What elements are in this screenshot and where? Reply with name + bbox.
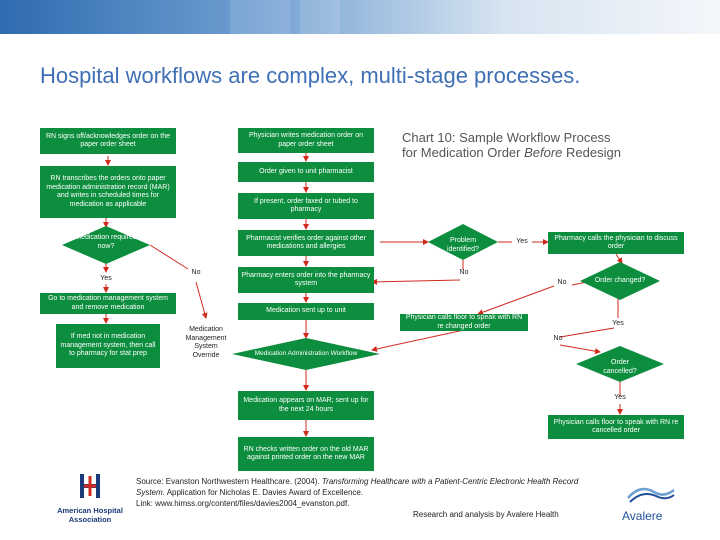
box-pharmacist-verifies: Pharmacist verifies order against other … [238,230,374,256]
source-suffix: Application for Nicholas E. Davies Award… [164,488,364,497]
avalere-logo [627,487,675,503]
slide-title: Hospital workflows are complex, multi-st… [40,63,581,88]
chart-title-before: Before [524,145,563,160]
banner-block [230,0,290,34]
arrow-pharmacycalls-to-changed [615,253,623,264]
label-no-changed: No [557,279,567,286]
label-med-required: Medication required now? [75,234,137,250]
source-prefix: Source: Evanston Northwestern Healthcare… [136,477,322,486]
source-link[interactable]: Link: www.himss.org/content/files/davies… [136,499,350,508]
box-physician-calls-floor: Physician calls floor to speak with RN r… [400,314,528,331]
banner-block [300,0,340,34]
diamond-order-changed [580,262,660,300]
box-med-sent: Medication sent up to unit [238,303,374,320]
label-problem-identified: Problem identified? [447,237,479,253]
chart-title: Chart 10: Sample Workflow Process for Me… [402,130,702,160]
line-required-to-no [149,244,189,270]
arrow-no-to-override [195,281,208,319]
arrow-no-to-enters [371,278,461,285]
label-yes-changed: Yes [612,320,624,327]
arrow-no-to-cancelled [559,344,601,355]
label-no-problem: No [459,269,469,276]
aha-logo-text: American Hospital Association [57,506,123,524]
box-rn-signs: RN signs off/acknowledges order on the p… [40,128,176,154]
arrow-no-to-physiciancalls [477,285,555,316]
line-yes-to-no [559,327,615,338]
chart-title-line1: Chart 10: Sample Workflow Process [402,130,611,145]
box-physician-calls-cancelled: Physician calls floor to speak with RN r… [548,415,684,439]
label-order-changed: Order changed? [594,277,646,284]
box-pharmacy-calls: Pharmacy calls the physician to discuss … [548,232,684,254]
box-rn-transcribes: RN transcribes the orders onto paper med… [40,166,176,218]
source-italic: Transforming Healthcare with a Patient-C… [136,477,579,497]
aha-logo [78,472,102,500]
label-no-cancel-arrow: No [553,335,563,342]
diamond-order-cancelled [576,346,664,382]
label-order-cancelled: Order cancelled? [603,359,637,375]
box-if-med-not: If med not in medication management syst… [56,324,160,368]
box-rn-checks: RN checks written order on the old MAR a… [238,437,374,471]
label-med-admin-workflow: Medication Administration Workflow [254,350,358,357]
label-yes-problem: Yes [516,238,528,245]
diamond-med-required [62,226,150,264]
label-override: Medication Management System Override [185,326,227,359]
avalere-logo-text: Avalere [622,509,663,523]
source-citation: Source: Evanston Northwestern Healthcare… [136,476,596,509]
diamond-med-admin-workflow [232,338,380,370]
box-go-to-med-mgmt: Go to medication management system and r… [40,293,176,314]
box-med-appears: Medication appears on MAR; sent up for t… [238,391,374,420]
box-physician-writes: Physician writes medication order on pap… [238,128,374,153]
chart-title-line2a: for Medication Order [402,145,525,160]
box-if-present: If present, order faxed or tubed to phar… [238,193,374,219]
label-yes-left: Yes [100,275,112,282]
label-yes-cancelled: Yes [614,394,626,401]
arrow-physiciancalls-to-admin [371,329,465,352]
label-no-left: No [191,269,201,276]
diamond-problem-identified [428,224,498,260]
box-order-given: Order given to unit pharmacist [238,162,374,182]
chart-title-line2b: Redesign [562,145,621,160]
box-pharmacy-enters: Pharmacy enters order into the pharmacy … [238,267,374,293]
research-credit: Research and analysis by Avalere Health [413,510,559,519]
header-banner [0,0,720,34]
